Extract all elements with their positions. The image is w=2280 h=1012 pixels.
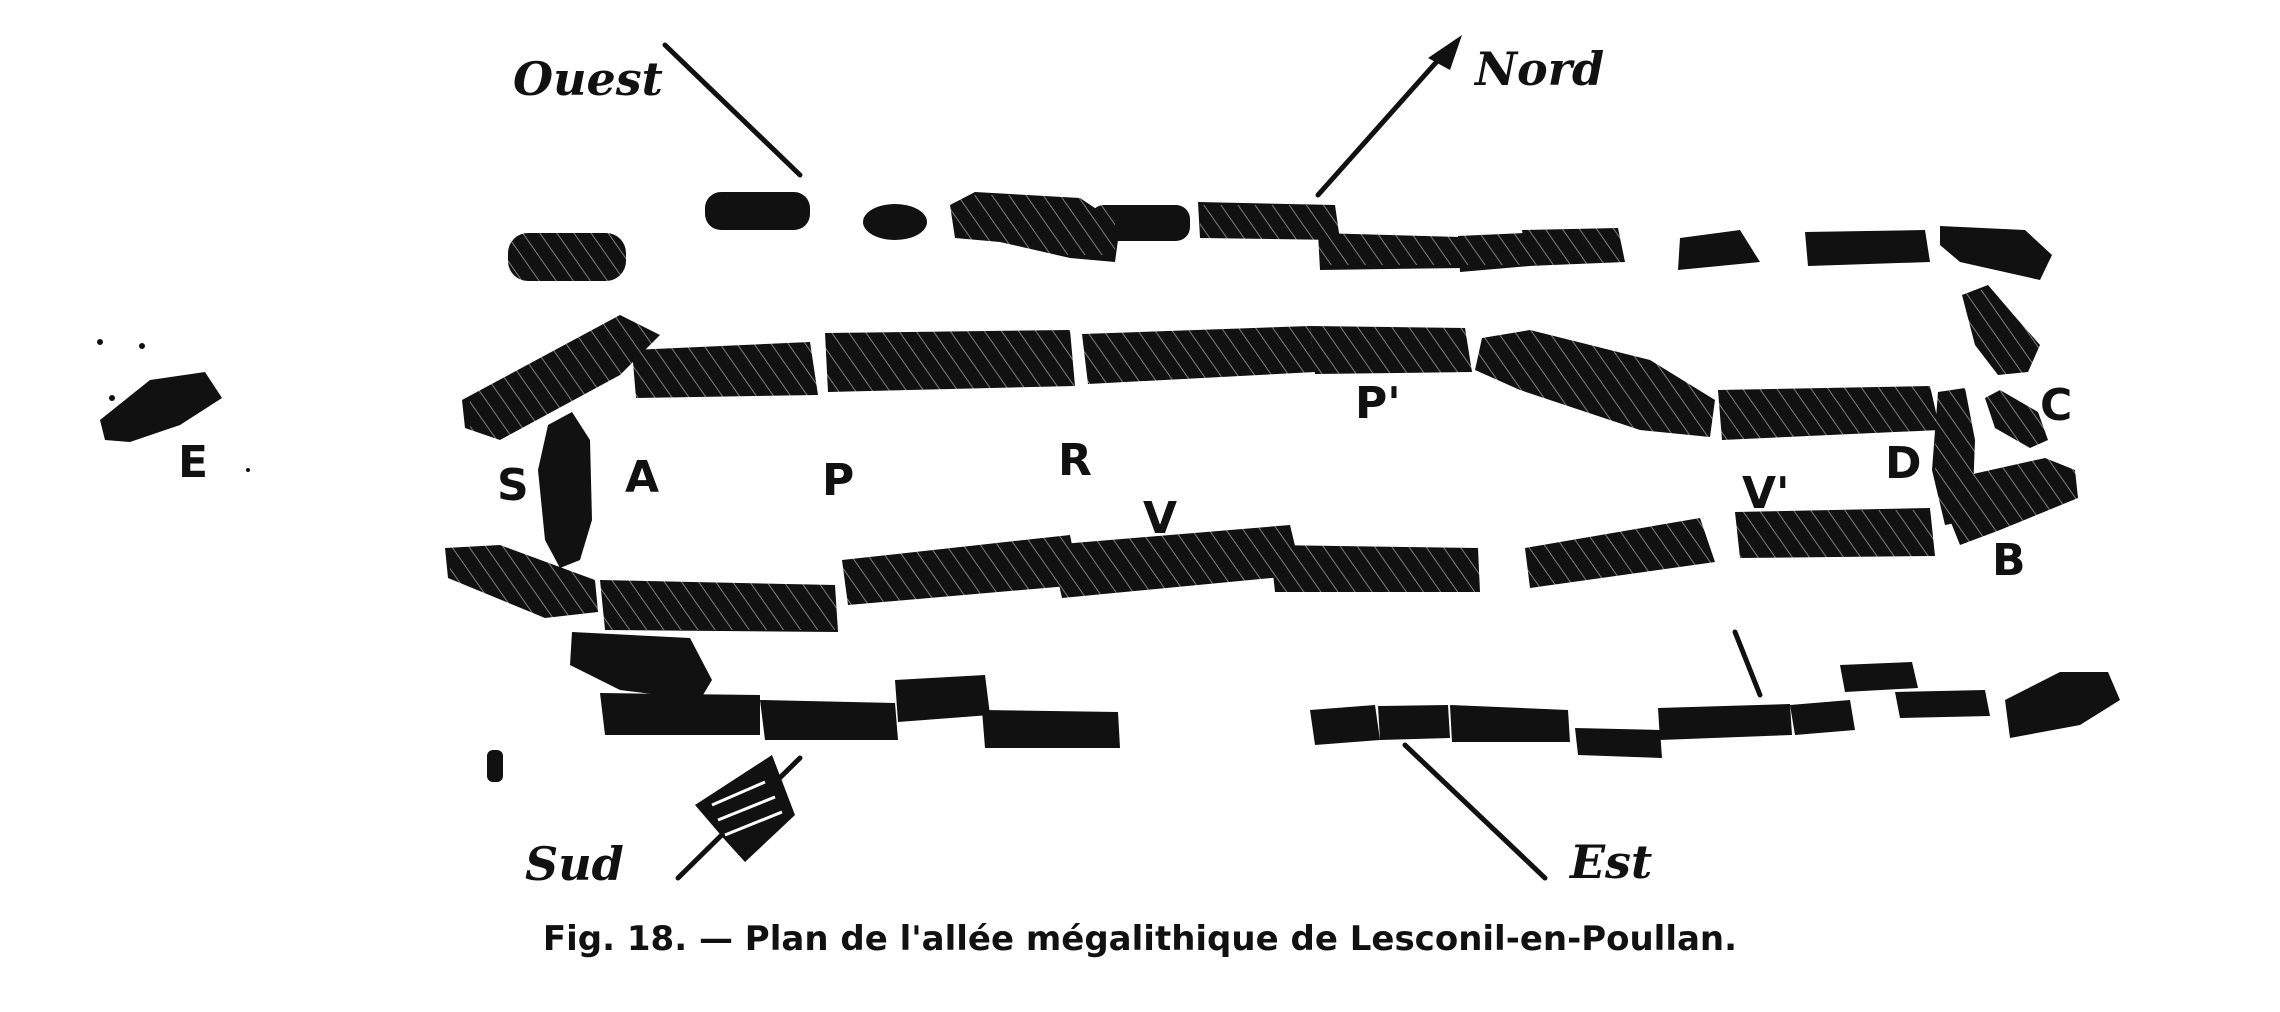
east-end-stones xyxy=(1932,285,2080,545)
stone xyxy=(982,710,1120,748)
stone xyxy=(1658,704,1792,740)
stone xyxy=(1310,705,1380,745)
stone xyxy=(895,675,990,722)
east-label: Est xyxy=(1568,835,1652,889)
stone-S xyxy=(538,412,592,568)
west-end-stones xyxy=(97,339,592,568)
stone xyxy=(1790,700,1855,735)
stone xyxy=(600,693,760,735)
stone xyxy=(1940,226,2052,280)
south-label: Sud xyxy=(525,837,624,891)
stone xyxy=(2005,672,2120,738)
outer-north-stones xyxy=(508,192,2052,281)
stone xyxy=(1678,230,1760,270)
stone xyxy=(570,632,712,700)
speck xyxy=(97,339,103,345)
figure-caption: Fig. 18. — Plan de l'allée mégalithique … xyxy=(543,919,1737,959)
letter-P: P xyxy=(822,455,854,506)
outer-south-stones xyxy=(487,632,2120,782)
letter-C: C xyxy=(2040,380,2072,431)
stone xyxy=(1575,728,1662,758)
tick-line xyxy=(1732,629,1763,698)
speck xyxy=(139,343,145,349)
speck xyxy=(109,395,115,401)
letter-P-prime: P' xyxy=(1355,378,1401,429)
north-label: Nord xyxy=(1473,42,1604,96)
stone xyxy=(1805,230,1930,266)
letter-A: A xyxy=(625,452,659,503)
inner-south-stones xyxy=(445,508,1935,632)
west-line xyxy=(662,42,803,178)
north-line xyxy=(1315,55,1443,198)
east-line xyxy=(1402,742,1548,881)
speck xyxy=(246,468,250,472)
orientation-lines xyxy=(662,35,1763,881)
stone-E xyxy=(100,372,222,442)
stone xyxy=(705,192,810,230)
letter-S: S xyxy=(497,460,529,511)
stone xyxy=(1450,705,1570,742)
stone xyxy=(1840,662,1918,692)
letter-E: E xyxy=(178,437,208,488)
letter-B: B xyxy=(1992,535,2026,586)
stone xyxy=(1895,690,1990,718)
stone xyxy=(760,700,898,740)
stone xyxy=(863,204,927,240)
stone xyxy=(1378,705,1450,740)
stone xyxy=(487,750,503,782)
letter-V: V xyxy=(1143,493,1177,544)
letter-R: R xyxy=(1058,435,1092,486)
west-label: Ouest xyxy=(513,52,663,106)
inner-north-stones xyxy=(462,315,1940,440)
north-arrow-head-icon xyxy=(1428,35,1462,70)
letter-D: D xyxy=(1885,438,1922,489)
letter-V-prime: V' xyxy=(1742,468,1790,519)
